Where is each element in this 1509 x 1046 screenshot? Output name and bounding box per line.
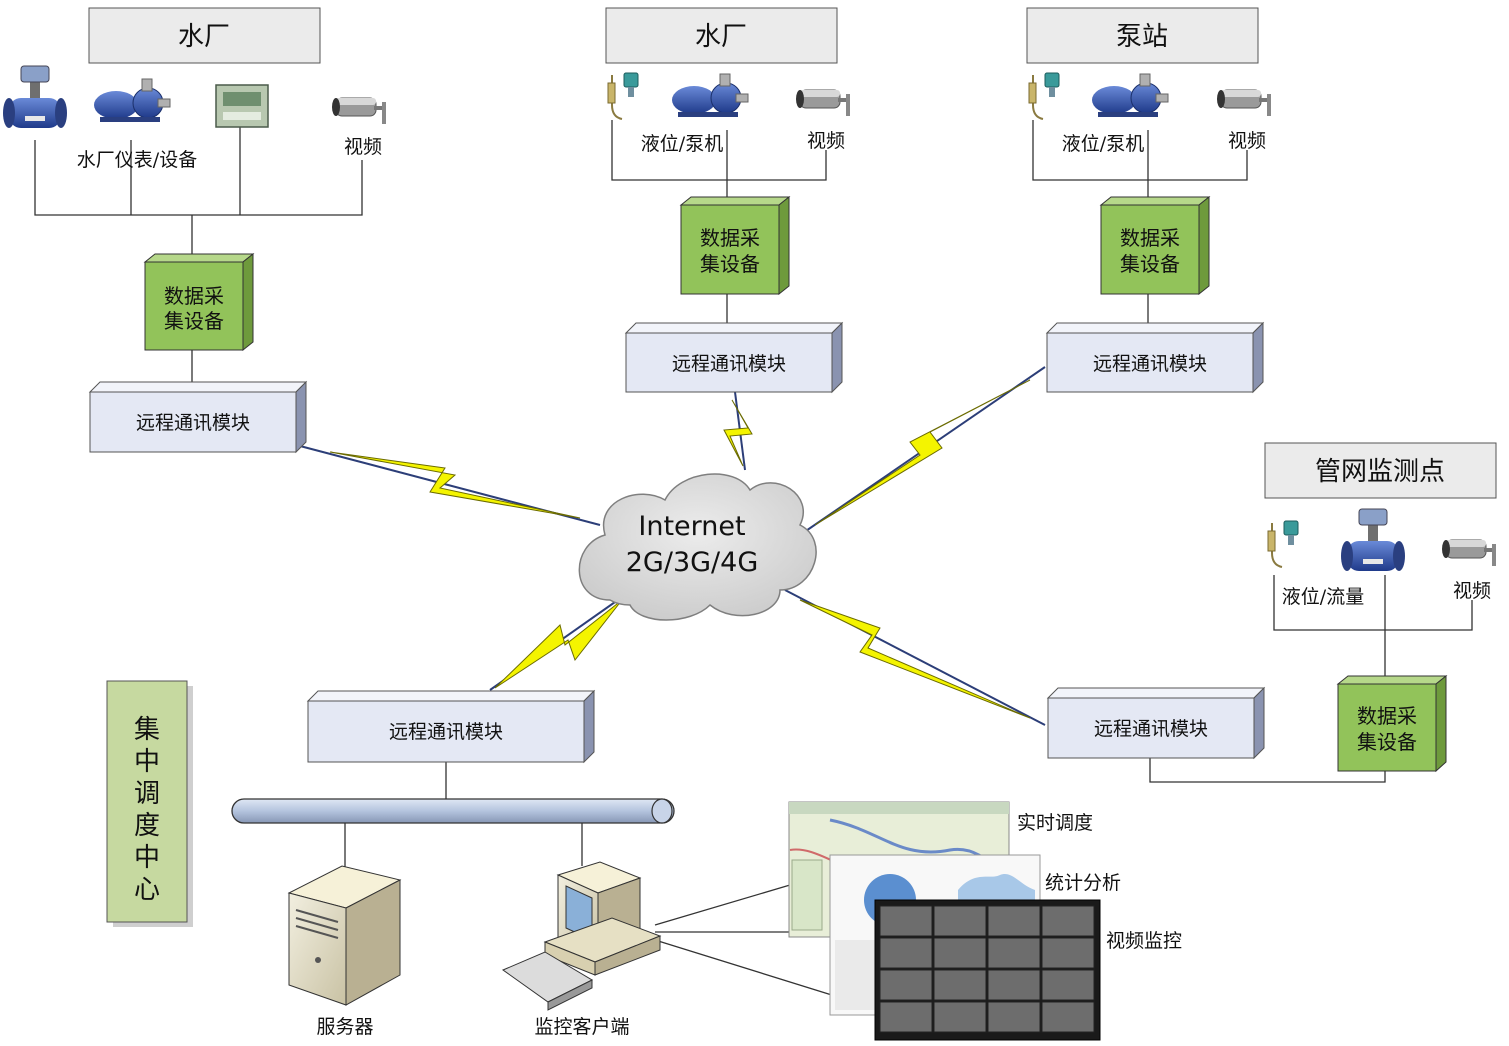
devices-label-plant2: 液位/泵机 xyxy=(641,133,723,155)
pump-icon xyxy=(1091,73,1169,118)
svg-text:中: 中 xyxy=(134,747,160,777)
server-label: 服务器 xyxy=(316,1016,373,1038)
camera-icon xyxy=(331,97,387,125)
svg-text:泵站: 泵站 xyxy=(1116,22,1168,52)
lightning-pump xyxy=(814,379,1031,526)
video-label-plant2: 视频 xyxy=(807,130,845,152)
lightning-plant2 xyxy=(723,399,753,467)
level-sensor-icon xyxy=(1267,520,1299,568)
camera-icon xyxy=(1441,539,1497,567)
server-icon xyxy=(287,865,402,1006)
devices-label-pump: 液位/泵机 xyxy=(1062,133,1144,155)
comm-module-plant2: 远程通讯模块 xyxy=(624,321,844,394)
data-collector-plant2: 数据采 集设备 xyxy=(679,195,791,296)
flow-meter-icon xyxy=(2,65,68,129)
svg-text:水厂: 水厂 xyxy=(178,22,230,52)
lightning-plant1 xyxy=(329,451,581,519)
svg-text:集: 集 xyxy=(134,715,160,745)
site-title-pump: 泵站 xyxy=(1026,7,1259,64)
video-monitor-screen xyxy=(874,899,1101,1041)
svg-text:数据采: 数据采 xyxy=(700,226,760,250)
screen-label-video: 视频监控 xyxy=(1106,930,1182,952)
svg-text:心: 心 xyxy=(134,875,160,905)
screen-label-realtime: 实时调度 xyxy=(1017,812,1093,834)
data-collector-pipe: 数据采 集设备 xyxy=(1336,674,1448,773)
svg-text:调: 调 xyxy=(134,779,160,809)
video-label-pump: 视频 xyxy=(1228,130,1266,152)
controller-panel-icon xyxy=(215,84,269,128)
level-sensor-icon xyxy=(1028,72,1060,120)
svg-text:远程通讯模块: 远程通讯模块 xyxy=(1094,718,1208,740)
svg-text:集设备: 集设备 xyxy=(700,252,760,276)
cloud-line2: 2G/3G/4G xyxy=(626,547,759,578)
wiring xyxy=(34,120,1473,1011)
comm-module-center: 远程通讯模块 xyxy=(306,689,596,764)
svg-text:远程通讯模块: 远程通讯模块 xyxy=(1093,353,1207,375)
site-title-pipe: 管网监测点 xyxy=(1264,442,1497,499)
svg-text:水厂: 水厂 xyxy=(695,22,747,52)
svg-text:数据采: 数据采 xyxy=(1120,226,1180,250)
cloud-line1: Internet xyxy=(638,511,745,542)
svg-text:管网监测点: 管网监测点 xyxy=(1315,457,1445,487)
svg-text:度: 度 xyxy=(134,811,160,841)
svg-text:远程通讯模块: 远程通讯模块 xyxy=(672,353,786,375)
svg-text:中: 中 xyxy=(134,843,160,873)
lightning-center xyxy=(494,599,623,689)
internet-cloud: Internet 2G/3G/4G xyxy=(578,473,817,621)
dispatch-center-label: 集 中 调 度 中 心 xyxy=(106,680,193,927)
data-collector-pump: 数据采 集设备 xyxy=(1099,195,1211,296)
site-title-plant1: 水厂 xyxy=(88,7,321,64)
pump-icon xyxy=(671,73,749,118)
svg-text:远程通讯模块: 远程通讯模块 xyxy=(389,721,503,743)
screen-label-statistics: 统计分析 xyxy=(1045,872,1121,894)
svg-text:集设备: 集设备 xyxy=(1357,730,1417,754)
svg-text:数据采: 数据采 xyxy=(164,284,224,308)
comm-module-pump: 远程通讯模块 xyxy=(1045,321,1265,394)
workstation-icon xyxy=(501,861,662,1011)
pump-icon xyxy=(93,78,171,123)
comm-module-pipe: 远程通讯模块 xyxy=(1046,686,1266,760)
video-label-pipe: 视频 xyxy=(1453,580,1491,602)
devices-label-plant1: 水厂仪表/设备 xyxy=(77,149,197,171)
site-title-plant2: 水厂 xyxy=(605,7,838,64)
svg-text:集设备: 集设备 xyxy=(164,309,224,333)
camera-icon xyxy=(795,89,851,117)
comm-module-plant1: 远程通讯模块 xyxy=(88,380,308,454)
svg-text:远程通讯模块: 远程通讯模块 xyxy=(136,412,250,434)
client-label: 监控客户端 xyxy=(534,1016,629,1038)
devices-label-pipe: 液位/流量 xyxy=(1282,586,1364,608)
level-sensor-icon xyxy=(607,72,639,120)
svg-text:集设备: 集设备 xyxy=(1120,252,1180,276)
data-collector-plant1: 数据采 集设备 xyxy=(143,252,255,352)
lightning-pipe xyxy=(799,599,1031,719)
camera-icon xyxy=(1216,89,1272,117)
wireless-links xyxy=(299,366,1046,726)
lan-bus xyxy=(231,798,675,824)
flow-meter-icon xyxy=(1340,508,1406,572)
video-label-plant1: 视频 xyxy=(344,136,382,158)
svg-text:数据采: 数据采 xyxy=(1357,704,1417,728)
